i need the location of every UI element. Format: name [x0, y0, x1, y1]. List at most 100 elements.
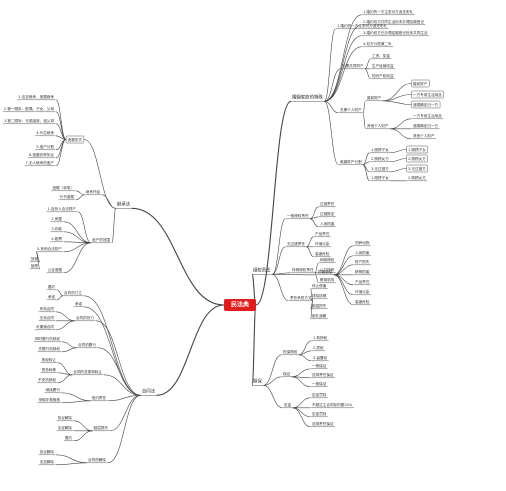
branch-tort[interactable]: 侵权责任 — [253, 267, 271, 274]
tort-item[interactable]: 停止侵害 — [312, 283, 327, 288]
tort-item[interactable]: 饲养动物 — [355, 240, 370, 245]
marriage-item[interactable]: 2.照顾女方 — [406, 154, 428, 163]
tort-item[interactable]: 财产损失 — [355, 259, 370, 264]
inheritance-item[interactable]: 公证遗嘱 — [48, 267, 63, 272]
contract-item[interactable]: 继续履行 — [46, 387, 61, 392]
tort-item[interactable]: 产品责任 — [315, 231, 330, 236]
branch-guarantee[interactable]: 担保 — [253, 378, 262, 385]
marriage-item[interactable]: 工资、奖金 — [372, 53, 390, 58]
inheritance-will-form[interactable]: 遗嘱形式 — [65, 135, 85, 144]
contract-item[interactable]: 债权转让 — [42, 357, 57, 362]
marriage-item[interactable]: 1.照顾子女 — [371, 147, 389, 152]
contract-termination[interactable]: 合同的解除 — [88, 457, 106, 462]
inheritance-item[interactable]: 2.第一顺序：配偶、子女、父母 — [4, 106, 55, 111]
contract-formation[interactable]: 合同的订立 — [64, 290, 82, 295]
tort-item[interactable]: 过错责任 — [320, 201, 335, 206]
inheritance-item[interactable]: 5.其他合法财产 — [37, 246, 62, 251]
contract-item[interactable]: 协议解除 — [40, 449, 55, 454]
marriage-item[interactable]: 其他个人财产 — [413, 133, 435, 138]
inheritance-item[interactable]: 1.自然人合法财产 — [47, 206, 76, 211]
contract-item[interactable]: 要约 — [48, 284, 56, 289]
guarantee-deposit[interactable]: 定金 — [284, 402, 292, 407]
inheritance-item[interactable]: 6.遗赠扶养协议 — [29, 152, 54, 157]
marriage-item[interactable]: 3.无过错方 — [371, 166, 389, 171]
tort-no-fault[interactable]: 无过错责任 — [287, 241, 305, 246]
tort-item[interactable]: 公共场所 — [320, 267, 335, 272]
marriage-item[interactable]: 婚前财产 — [411, 79, 430, 88]
contract-item[interactable]: 法定解除 — [58, 425, 73, 430]
inheritance-item[interactable]: 代书遗嘱 — [60, 194, 75, 199]
guarantee-item[interactable]: 定金罚则 — [312, 411, 327, 416]
contract-transfer[interactable]: 合同的变更和转让 — [73, 369, 102, 374]
tort-general[interactable]: 一般侵权责任 — [287, 213, 309, 218]
contract-breach[interactable]: 违约责任 — [92, 395, 107, 400]
marriage-item[interactable]: 2.照顾女方 — [408, 175, 426, 180]
central-topic[interactable]: 民法典 — [224, 299, 256, 311]
inheritance-item[interactable]: 放弃 — [31, 256, 39, 261]
tort-item[interactable]: 教育机构 — [320, 277, 335, 282]
tort-item[interactable]: 精神损害 — [355, 269, 370, 274]
contract-item[interactable]: 法定解除 — [40, 459, 55, 464]
contract-item[interactable]: 要约 — [65, 435, 73, 440]
marriage-item[interactable]: 其他个人财产 — [367, 123, 389, 128]
marriage-item[interactable]: 3.无过错方 — [406, 164, 428, 173]
tort-item[interactable]: 高度危险 — [355, 299, 370, 304]
inheritance-item[interactable]: 5.遗产分割 — [36, 144, 54, 149]
contract-item[interactable]: 承诺 — [48, 294, 56, 299]
tort-item[interactable]: 排除妨碍 — [312, 293, 327, 298]
marriage-common-property[interactable]: 夫妻共同财产 — [342, 63, 364, 68]
inheritance-item[interactable]: 遗嘱（亲笔） — [52, 185, 74, 190]
inheritance-item[interactable]: 4.代位继承 — [36, 130, 54, 135]
guarantee-item[interactable]: 一般保证 — [312, 381, 327, 386]
contract-item[interactable]: 先履行抗辩权 — [38, 346, 60, 351]
contract-item[interactable]: 可撤销合同 — [36, 324, 54, 329]
marriage-item[interactable]: 遗嘱确定归一方 — [413, 123, 439, 128]
branch-inheritance[interactable]: 继承法 — [117, 201, 131, 208]
contract-item[interactable]: 有效合同 — [40, 306, 55, 311]
guarantee-security[interactable]: 担保物权 — [283, 349, 298, 354]
guarantee-item[interactable]: 不超过主合同标的额20% — [312, 402, 353, 407]
marriage-rule-1[interactable]: 1.婚约的一方主张对方返还彩礼 — [363, 9, 414, 14]
marriage-rule-2[interactable]: 2.婚约双方共同生活但未办理结婚登记 — [363, 19, 424, 24]
tort-item[interactable]: 赔偿损失 — [312, 303, 327, 308]
marriage-item[interactable]: 2.照顾女方 — [371, 156, 389, 161]
inheritance-item[interactable]: 4.股票 — [51, 236, 62, 241]
guarantee-item[interactable]: 2.质权 — [313, 345, 324, 350]
marriage-item[interactable]: 知识产权收益 — [372, 73, 394, 78]
guarantee-item[interactable]: 连带责任保证 — [312, 372, 334, 377]
inheritance-item[interactable]: 3.存款 — [51, 226, 62, 231]
marriage-item[interactable]: 生产经营收益 — [372, 63, 394, 68]
marriage-rule-4[interactable]: 4.双方分居满二年 — [363, 41, 392, 46]
tort-item[interactable]: 产品责任 — [355, 279, 370, 284]
branch-contract[interactable]: 合同法 — [142, 388, 156, 395]
tort-liability[interactable]: 责任承担方式 — [290, 295, 312, 300]
tort-item[interactable]: 过错推定 — [320, 211, 335, 216]
contract-validity[interactable]: 合同的效力 — [76, 315, 94, 320]
contract-item[interactable]: 协议解除 — [58, 415, 73, 420]
branch-marriage[interactable]: 婚姻家庭的特殊 — [292, 94, 323, 101]
inheritance-item[interactable]: 2.房屋 — [51, 216, 62, 221]
marriage-item[interactable]: 遗嘱确定归一方 — [411, 100, 441, 109]
contract-item[interactable]: 债务转移 — [42, 367, 57, 372]
inheritance-item[interactable]: 接受 — [31, 263, 39, 268]
tort-item[interactable]: 人身损害 — [320, 221, 335, 226]
inheritance-item[interactable]: 7.无人继承的遗产 — [25, 160, 54, 165]
inheritance-start[interactable]: 继承开始 — [86, 189, 101, 194]
guarantee-item[interactable]: 一般保证 — [312, 363, 327, 368]
inheritance-estate[interactable]: 遗产的范围 — [92, 237, 110, 242]
contract-item[interactable]: 无效合同 — [40, 315, 55, 320]
tort-item[interactable]: 人身损害 — [355, 250, 370, 255]
marriage-item[interactable]: 一方专用生活用品 — [411, 90, 444, 99]
marriage-item[interactable]: 一方专用生活用品 — [413, 113, 442, 118]
guarantee-item[interactable]: 定金罚则 — [312, 392, 327, 397]
tort-item[interactable]: 赔礼道歉 — [312, 313, 327, 318]
contract-performance[interactable]: 合同的履行 — [78, 342, 96, 347]
tort-special[interactable]: 特殊侵权责任 — [292, 267, 314, 272]
contract-item[interactable]: 同时履行抗辩权 — [35, 336, 61, 341]
marriage-item[interactable]: 1.照顾子女 — [371, 175, 389, 180]
guarantee-item[interactable]: 连带责任保证 — [312, 421, 334, 426]
guarantee-item[interactable]: 1.抵押权 — [313, 335, 328, 340]
tort-item[interactable]: 环境污染 — [355, 289, 370, 294]
contract-item[interactable]: 采取补救措施 — [38, 397, 60, 402]
marriage-divorce-split[interactable]: 离婚财产分割 — [340, 159, 362, 164]
